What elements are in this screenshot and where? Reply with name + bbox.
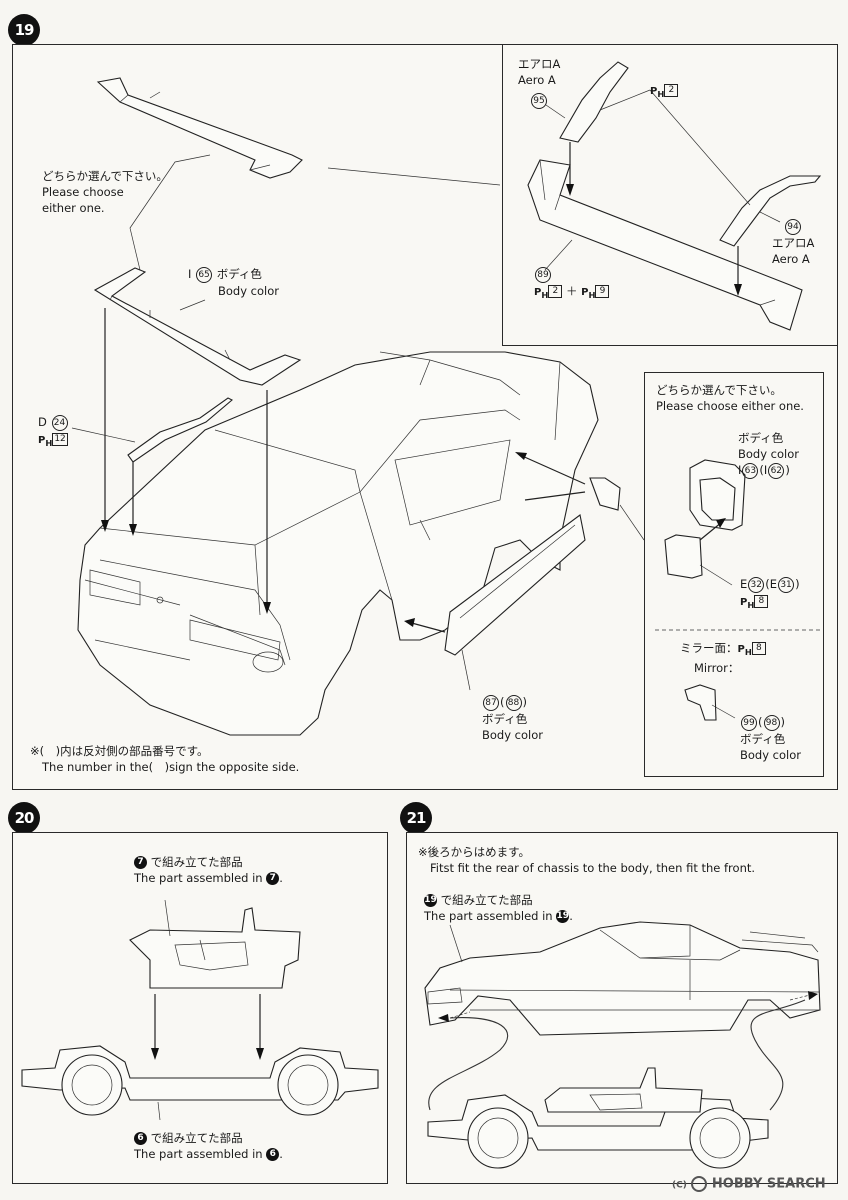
paint-icon: PH [737,644,752,657]
paint-icon: PH [740,596,755,610]
part-number: 24 [51,414,68,431]
part-number: 32 [748,576,765,593]
paint-icon: PH [581,286,596,300]
step-ref-badge: 6 [134,1132,147,1145]
part-number: 62 [768,462,785,479]
opposite-side-note: ※( )内は反対側の部品番号です。 The number in the( )si… [30,744,300,774]
part-number: 31 [778,576,795,593]
wing-callout: I 65 ボディ色 Body color [188,266,280,298]
part-number: 94 [785,218,801,235]
mirror-small-callout: 99(98) ボディ色 Body color [740,714,802,762]
step-20-top-note: 7 で組み立てた部品 The part assembled in 7. [134,855,283,885]
paint-icon: PH [38,434,53,448]
part-number: 88 [505,694,522,711]
aero-a-top-label: エアロA Aero A 95 [518,56,560,109]
step-ref-badge: 19 [424,894,437,907]
step-19-number: 19 [8,14,40,46]
part-number: 98 [763,714,780,731]
step-ref-badge: 7 [134,856,147,869]
step-21-ref-note: 19 で組み立てた部品 The part assembled in 19. [424,893,573,923]
step-ref-badge: 19 [556,910,570,923]
part-number: 63 [742,462,759,479]
part-number: 65 [196,266,213,283]
step-20-panel [12,832,388,1184]
part-number: 95 [531,92,547,109]
paint-icon: PH [534,286,549,300]
aero-a-right-label: 94 エアロA Aero A [772,218,814,267]
paint-icon: PH [650,86,665,99]
skirt-callout: 87(88) ボディ色 Body color [482,694,544,742]
step-20-number: 20 [8,802,40,834]
step-21-note: ※後ろからはめます。 Fitst fit the rear of chassis… [418,845,756,875]
part-number: 89 [535,266,551,283]
step-20-bottom-note: 6 で組み立てた部品 The part assembled in 6. [134,1131,283,1161]
choose-note: どちらか選んで下さい。 Please choose either one. [42,169,168,215]
step-ref-badge: 7 [266,872,280,885]
part-number: 99 [741,714,757,731]
hobby-search-watermark: (C) HOBBY SEARCH [672,1176,826,1192]
mirror-choose-note: どちらか選んで下さい。 Please choose either one. [656,383,804,413]
step-21-number: 21 [400,802,432,834]
watermark-logo-icon [691,1176,708,1192]
step-19-drawing [71,61,822,736]
step-ref-badge: 6 [266,1148,280,1161]
part-number: 87 [483,694,499,711]
